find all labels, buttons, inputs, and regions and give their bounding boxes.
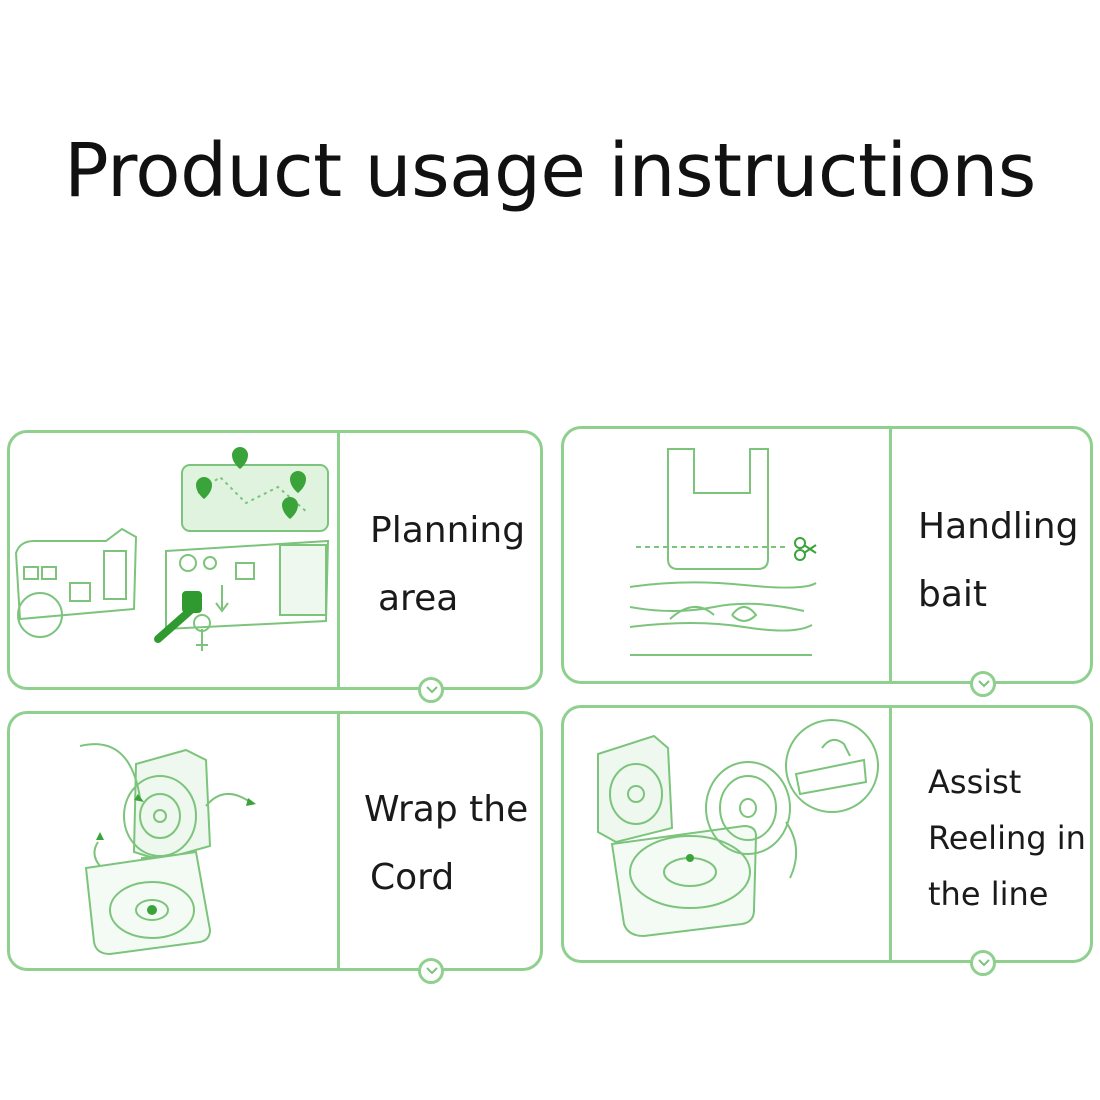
step-label: Assist Reeling in the line xyxy=(928,754,1086,922)
step-panel-assist-reeling: Assist Reeling in the line xyxy=(561,705,1093,976)
step-label-line: the line xyxy=(928,875,1049,913)
step-label-line: bait xyxy=(918,574,988,615)
panel-divider xyxy=(889,708,892,960)
panel-divider xyxy=(337,433,340,687)
step-label: Handling bait xyxy=(918,493,1078,629)
cord-reel-illustration xyxy=(79,743,256,956)
bait-bag-illustration xyxy=(629,448,817,656)
page-title: Product usage instructions xyxy=(64,128,1036,214)
step-label: Wrap the Cord xyxy=(364,776,528,912)
step-panel-wrap-the-cord: Wrap the Cord xyxy=(7,711,543,984)
step-label-line: Wrap the xyxy=(364,789,529,830)
step-label: Planning area xyxy=(370,497,525,633)
step-label-line: Planning xyxy=(370,510,526,551)
chevron-down-icon[interactable] xyxy=(970,671,996,697)
planning-area-illustration xyxy=(14,447,330,651)
panel-divider xyxy=(889,429,892,681)
step-label-line: Cord xyxy=(370,857,455,898)
chevron-down-icon[interactable] xyxy=(418,958,444,984)
chevron-down-icon[interactable] xyxy=(970,950,996,976)
step-label-line: area xyxy=(378,578,459,619)
chevron-down-icon[interactable] xyxy=(418,677,444,703)
step-label-line: Reeling in xyxy=(928,819,1086,857)
reeling-assist-illustration xyxy=(597,719,879,938)
step-panel-handling-bait: Handling bait xyxy=(561,426,1093,697)
panel-divider xyxy=(337,714,340,968)
step-label-line: Handling xyxy=(918,506,1079,547)
step-label-line: Assist xyxy=(928,763,1022,801)
step-panel-planning-area: Planning area xyxy=(7,430,543,703)
